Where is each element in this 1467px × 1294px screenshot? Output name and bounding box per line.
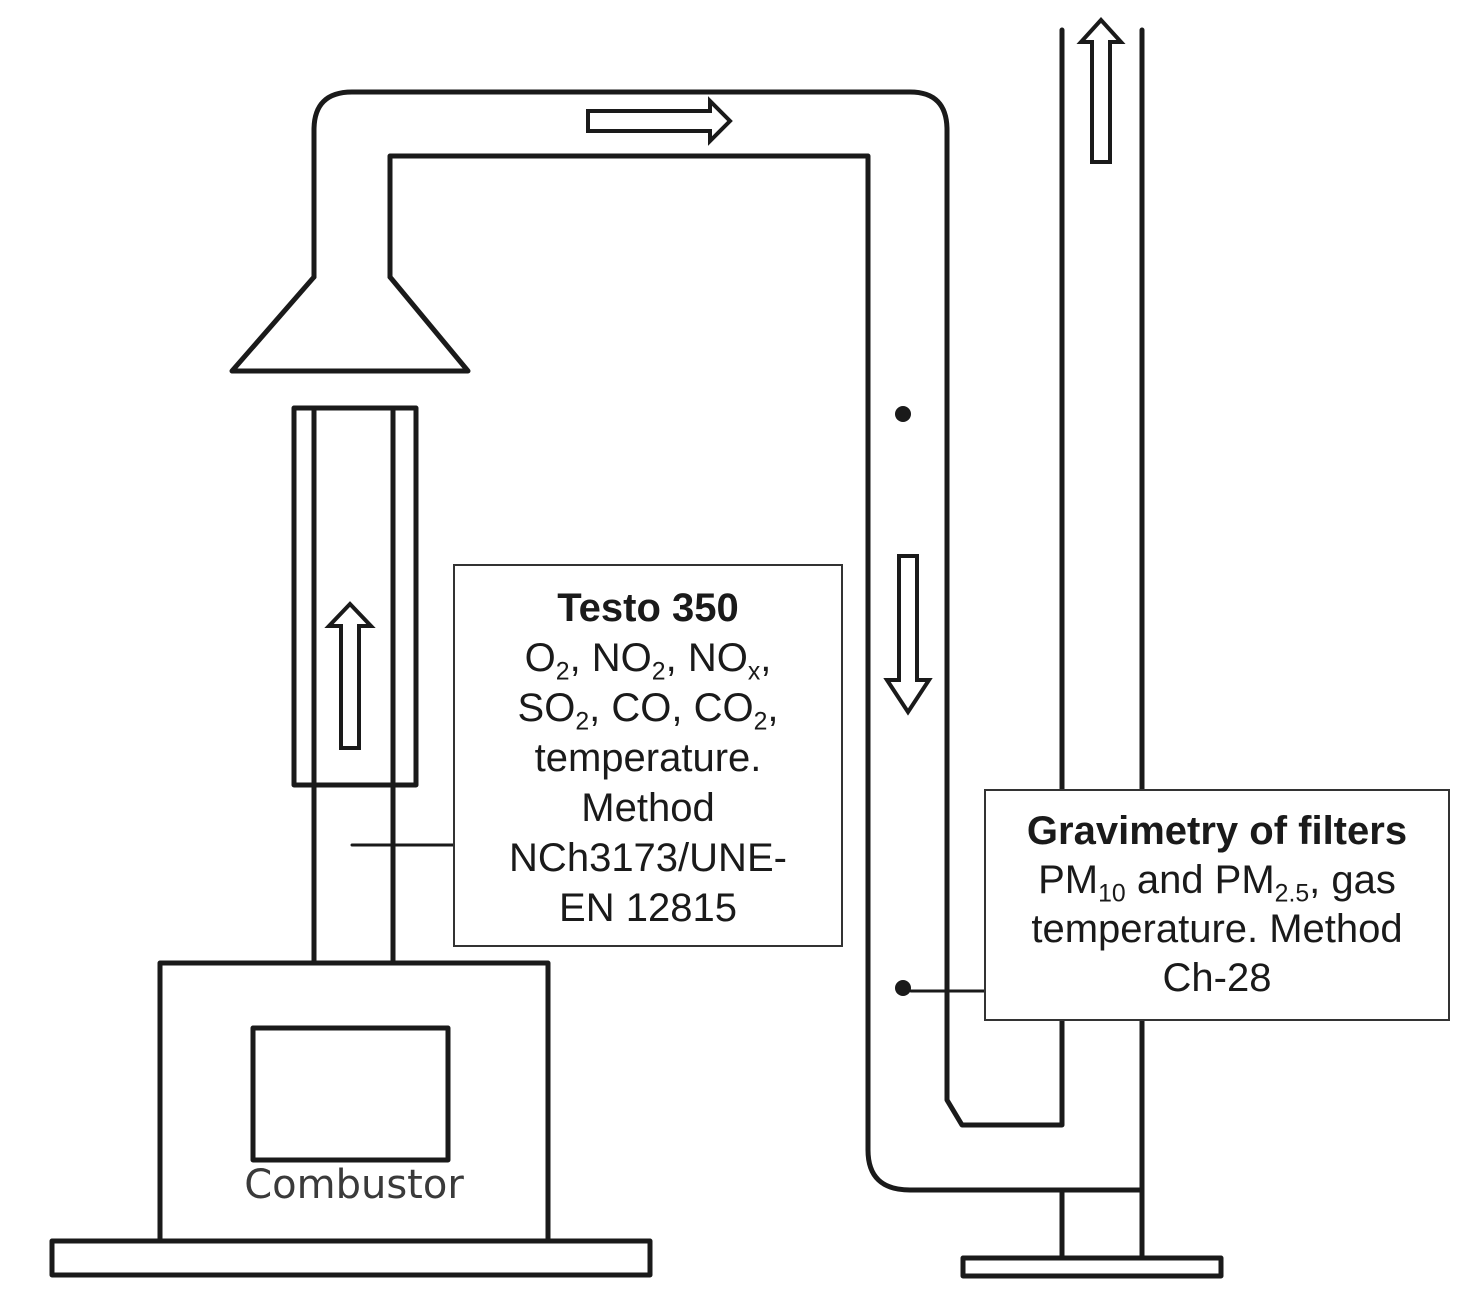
combustor-label: Combustor	[244, 1162, 464, 1208]
combustor-body	[157, 960, 551, 1244]
gravimetry-probe-point	[895, 980, 911, 996]
gravimetry-box-title: Gravimetry of filters	[1026, 809, 1408, 853]
testo-line4: Method	[581, 786, 715, 830]
testo-line5: NCh3173/UNE-	[509, 836, 787, 880]
testo-line6: EN 12815	[559, 886, 737, 930]
gravimetry-line3: temperature. Method	[1031, 907, 1403, 951]
gravimetry-label-box: Gravimetry of filters PM10 and PM2.5, ga…	[984, 789, 1450, 1021]
stack-base-plate	[960, 1255, 1224, 1279]
flow-arrow-up-stack	[1076, 17, 1126, 164]
flow-arrow-up-chimney	[324, 601, 376, 750]
testo-box-title: Testo 350	[557, 586, 739, 630]
extraction-hood	[229, 274, 471, 374]
testo-probe-point	[895, 406, 911, 422]
duct-outer-wall	[311, 27, 1065, 1128]
flow-arrow-right-duct	[586, 96, 733, 146]
duct-inner-wall	[387, 153, 1145, 1193]
gravimetry-line4: Ch-28	[1162, 956, 1272, 1000]
testo-gases-line2: SO2, CO, CO2,	[517, 686, 779, 736]
flow-arrow-down-duct	[883, 554, 933, 716]
flue-pipe-sleeve	[291, 405, 419, 788]
gravimetry-line2: PM10 and PM2.5, gas	[1038, 858, 1396, 908]
combustor-window	[250, 1025, 451, 1163]
testo-line3: temperature.	[534, 736, 762, 780]
testo-gases-line1: O2, NO2, NOx,	[524, 636, 772, 686]
testo-350-label-box: Testo 350 O2, NO2, NOx, SO2, CO, CO2, te…	[453, 564, 843, 947]
combustor-base-plate	[49, 1238, 653, 1278]
